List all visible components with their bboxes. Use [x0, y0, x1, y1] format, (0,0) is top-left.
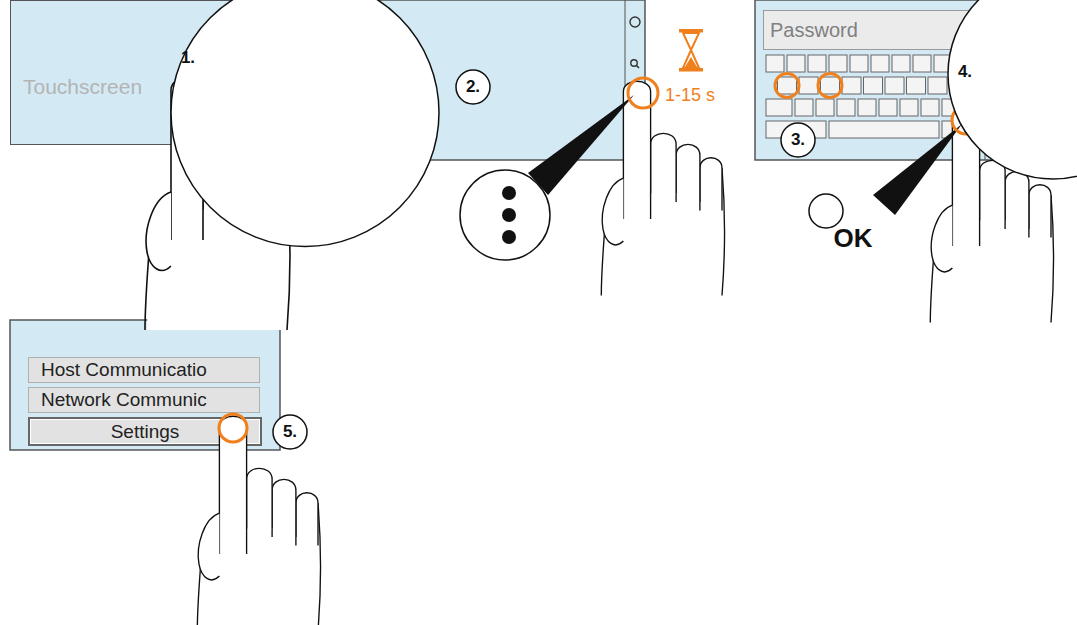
callout-number: 1. — [181, 48, 195, 68]
key — [799, 77, 818, 94]
key — [829, 55, 847, 72]
menu-item: Network Communic — [28, 387, 260, 413]
circle-outline — [781, 123, 815, 157]
callout-number: 4. — [947, 54, 983, 90]
key — [808, 55, 826, 72]
callout-number: 3. — [791, 130, 805, 150]
hand-illustration — [930, 108, 1054, 322]
zoom-leader — [873, 124, 962, 215]
key — [885, 77, 904, 94]
key — [913, 55, 931, 72]
key — [850, 55, 868, 72]
touch-ring — [818, 74, 842, 98]
touch-ring — [775, 74, 799, 98]
home-icon — [630, 17, 640, 27]
hourglass-icon — [679, 29, 703, 72]
key — [766, 99, 792, 116]
key — [928, 77, 947, 94]
key — [892, 55, 910, 72]
key — [816, 99, 834, 116]
key — [858, 99, 876, 116]
callout-number: 5. — [272, 414, 308, 450]
circle-outline — [456, 70, 490, 104]
callout-number: 4. — [958, 62, 972, 82]
hourglass-glass — [683, 33, 699, 68]
touch-ring — [219, 414, 247, 442]
swipe-arrow — [203, 62, 281, 114]
hand-illustration — [145, 78, 291, 330]
key — [921, 99, 939, 116]
key — [795, 99, 813, 116]
callout-number: 2. — [455, 69, 491, 105]
search-icon — [637, 66, 640, 69]
node-text: Host Communicatio — [41, 359, 207, 381]
node-text: Touchscreen — [23, 75, 142, 99]
touchscreen-panel: Touchscreen 1. — [10, 0, 280, 145]
key — [787, 55, 805, 72]
key — [837, 99, 855, 116]
menu-dot — [502, 230, 516, 244]
key — [879, 99, 897, 116]
menu-item-selected: Settings — [28, 417, 262, 446]
touch-ring — [628, 78, 658, 108]
callout-number: 5. — [283, 422, 297, 442]
circle-outline — [171, 0, 439, 247]
key — [842, 77, 861, 94]
key — [871, 55, 889, 72]
menu-dot — [502, 186, 516, 200]
hand-illustration — [197, 416, 321, 625]
password-field: Password — [763, 10, 975, 50]
menu-dot — [502, 208, 516, 222]
hourglass-cap — [679, 29, 703, 33]
key — [821, 77, 840, 94]
zoom-bubble: OK — [808, 193, 898, 283]
circle-outline — [948, 0, 1077, 179]
callout-number: 3. — [780, 122, 816, 158]
node-text: Network Communic — [41, 389, 207, 411]
hourglass-sand — [685, 57, 697, 67]
zoom-leader — [528, 95, 634, 195]
duration-label: 1-15 s — [665, 85, 715, 106]
node-text: Settings — [111, 421, 180, 443]
node-text: Password — [770, 19, 858, 42]
space-key — [829, 121, 939, 138]
callout-number: 1. — [170, 40, 206, 76]
menu-item: Host Communicatio — [28, 357, 260, 383]
touch-ring — [952, 106, 980, 134]
circle-outline — [273, 415, 307, 449]
key — [766, 55, 784, 72]
key — [900, 99, 918, 116]
button-label: OK — [834, 223, 873, 254]
sidebar-divider — [625, 0, 626, 160]
search-icon — [631, 60, 637, 66]
key — [778, 77, 797, 94]
callout-number: 2. — [466, 77, 480, 97]
key — [907, 77, 926, 94]
key — [864, 77, 883, 94]
hand-illustration — [601, 81, 725, 295]
screen-panel — [10, 320, 280, 450]
zoom-bubble — [460, 170, 550, 260]
